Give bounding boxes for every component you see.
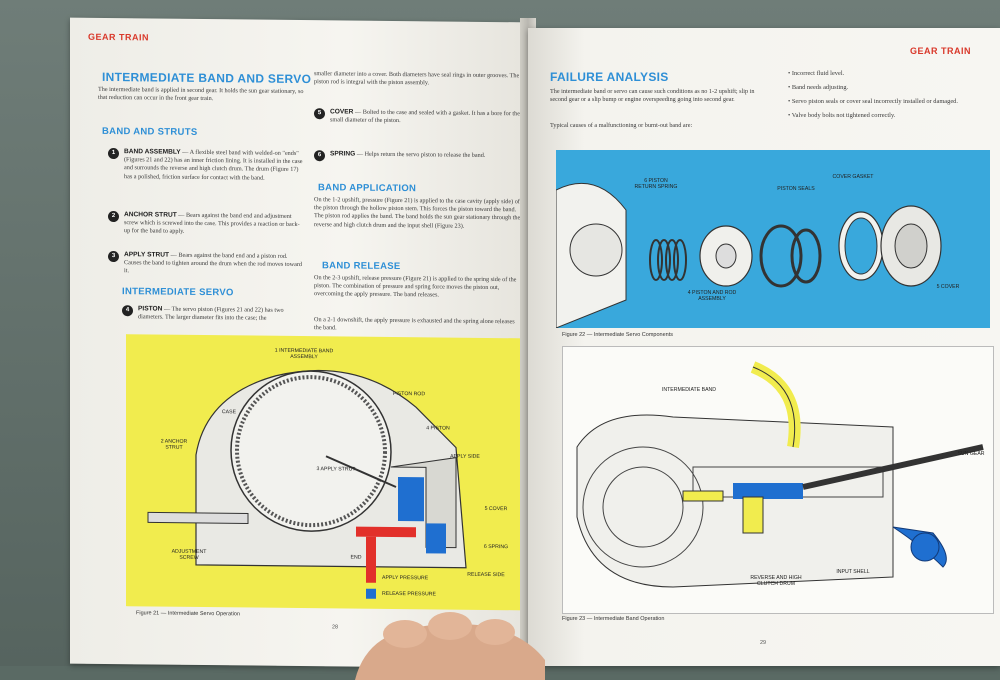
band-application-heading: BAND APPLICATION	[318, 182, 417, 195]
label-reverse-high-clutch-drum: REVERSE AND HIGH CLUTCH DRUM	[750, 575, 802, 587]
figure-22-caption: Figure 22 — Intermediate Servo Component…	[562, 332, 673, 338]
callout-4: 4	[122, 305, 133, 317]
label-piston-rod: PISTON ROD	[392, 390, 426, 398]
label-fig22-cover: 5 COVER	[936, 284, 960, 290]
callout-2: 2	[108, 210, 119, 223]
cause-bullet-text: Servo piston seals or cover seal incorre…	[791, 98, 958, 105]
figure-21-drawing	[147, 369, 467, 599]
figure-23-drawing	[576, 361, 984, 588]
right-running-head: GEAR TRAIN	[910, 46, 971, 56]
cause-bullet-list: • Incorrect fluid level. • Band needs ad…	[788, 70, 988, 126]
item-anchor-strut-name: ANCHOR STRUT	[124, 211, 177, 219]
label-piston-seals: PISTON SEALS	[777, 186, 815, 192]
intermediate-servo-heading: INTERMEDIATE SERVO	[122, 286, 234, 299]
item-band-assembly: BAND ASSEMBLY — A flexible steel band wi…	[124, 148, 303, 182]
label-apply-side: APPLY SIDE	[450, 453, 480, 460]
item-anchor-strut: ANCHOR STRUT — Bears against the band en…	[124, 211, 300, 236]
item-cover-name: COVER	[330, 108, 354, 116]
right-page-title: FAILURE ANALYSIS	[550, 70, 669, 84]
left-page-title: INTERMEDIATE BAND AND SERVO	[102, 69, 312, 87]
figure-21-caption: Figure 21 — Intermediate Servo Operation	[136, 610, 240, 618]
left-page: GEAR TRAIN INTERMEDIATE BAND AND SERVO T…	[70, 17, 530, 669]
figure-21: 1 INTERMEDIATE BAND ASSEMBLY CASE 2 ANCH…	[126, 334, 526, 611]
item-cover: COVER — Bolted to the case and sealed wi…	[330, 108, 520, 125]
intro-paragraph: The intermediate band is applied in seco…	[98, 85, 304, 103]
item-apply-strut: APPLY STRUT — Bears against the band end…	[124, 251, 303, 275]
cause-bullet: • Servo piston seals or cover seal incor…	[788, 98, 958, 105]
label-case: CASE	[221, 409, 237, 416]
figure-23-caption: Figure 23 — Intermediate Band Operation	[562, 616, 665, 622]
label-adjustment-screw: ADJUSTMENT SCREW	[171, 548, 207, 561]
callout-1: 1	[108, 147, 119, 160]
right-page: GEAR TRAIN FAILURE ANALYSIS The intermed…	[528, 28, 1000, 666]
hand-holding-page	[355, 612, 545, 680]
cause-bullet-text: Valve body bolts not tightened correctly…	[791, 112, 896, 119]
callout-6: 6	[314, 150, 325, 162]
legend-apply-pressure: APPLY PRESSURE	[382, 574, 429, 582]
item-piston-name: PISTON	[138, 305, 163, 313]
label-intermediate-band: INTERMEDIATE BAND	[661, 387, 717, 393]
item-band-assembly-name: BAND ASSEMBLY	[124, 148, 181, 156]
cause-bullet-text: Incorrect fluid level.	[791, 70, 845, 77]
left-page-number: 28	[332, 624, 339, 631]
item-cover-text: Bolted to the case and sealed with a gas…	[330, 108, 520, 125]
band-application-text: On the 1-2 upshift, pressure (Figure 21)…	[314, 196, 521, 230]
label-end: END	[350, 554, 362, 561]
band-release-text-1: On the 2-3 upshift, release pressure (Fi…	[314, 274, 517, 299]
label-piston-rod-assembly: 4 PISTON AND ROD ASSEMBLY	[687, 290, 737, 302]
item-spring-name: SPRING	[330, 150, 356, 158]
causes-intro: Typical causes of a malfunctioning or bu…	[550, 122, 693, 129]
callout-5: 5	[314, 108, 325, 120]
figure-23: INTERMEDIATE BAND SUN GEAR REVERSE AND H…	[562, 346, 994, 614]
label-piston-return-spring: 6 PISTON RETURN SPRING	[634, 178, 678, 190]
item-apply-strut-name: APPLY STRUT	[124, 251, 170, 259]
figure-22-drawing	[556, 182, 942, 328]
col2-intro: smaller diameter into a cover. Both diam…	[314, 70, 520, 87]
band-release-heading: BAND RELEASE	[322, 260, 401, 273]
cause-bullet: • Incorrect fluid level.	[788, 70, 845, 77]
item-spring-text: Helps return the servo piston to release…	[364, 150, 486, 159]
cause-bullet: • Band needs adjusting.	[788, 84, 849, 91]
callout-3: 3	[108, 250, 119, 263]
label-release-side: RELEASE SIDE	[467, 571, 505, 579]
left-running-head: GEAR TRAIN	[88, 31, 149, 43]
label-spring: 6 SPRING	[483, 543, 509, 551]
band-release-text-2: On a 2-1 downshift, the apply pressure i…	[314, 316, 515, 332]
label-input-shell: INPUT SHELL	[836, 569, 870, 575]
item-spring: SPRING — Helps return the servo piston t…	[330, 150, 486, 159]
label-apply-strut: 3 APPLY STRUT	[316, 466, 356, 473]
figure-22: 6 PISTON RETURN SPRING PISTON SEALS COVE…	[556, 150, 990, 328]
band-struts-heading: BAND AND STRUTS	[102, 125, 198, 138]
label-sun-gear: SUN GEAR	[957, 451, 985, 457]
label-cover-gasket: COVER GASKET	[832, 174, 874, 180]
label-anchor-strut: 2 ANCHOR STRUT	[160, 438, 188, 451]
cause-bullet-text: Band needs adjusting.	[791, 84, 849, 91]
right-page-number: 29	[760, 640, 767, 646]
failure-intro: The intermediate band or servo can cause…	[550, 88, 755, 104]
label-piston: 4 PISTON	[426, 425, 450, 432]
item-piston: PISTON — The servo piston (Figures 21 an…	[138, 305, 284, 322]
cause-bullet: • Valve body bolts not tightened correct…	[788, 112, 896, 119]
label-band-assembly: 1 INTERMEDIATE BAND ASSEMBLY	[274, 347, 334, 361]
label-cover: 5 COVER	[484, 505, 508, 513]
